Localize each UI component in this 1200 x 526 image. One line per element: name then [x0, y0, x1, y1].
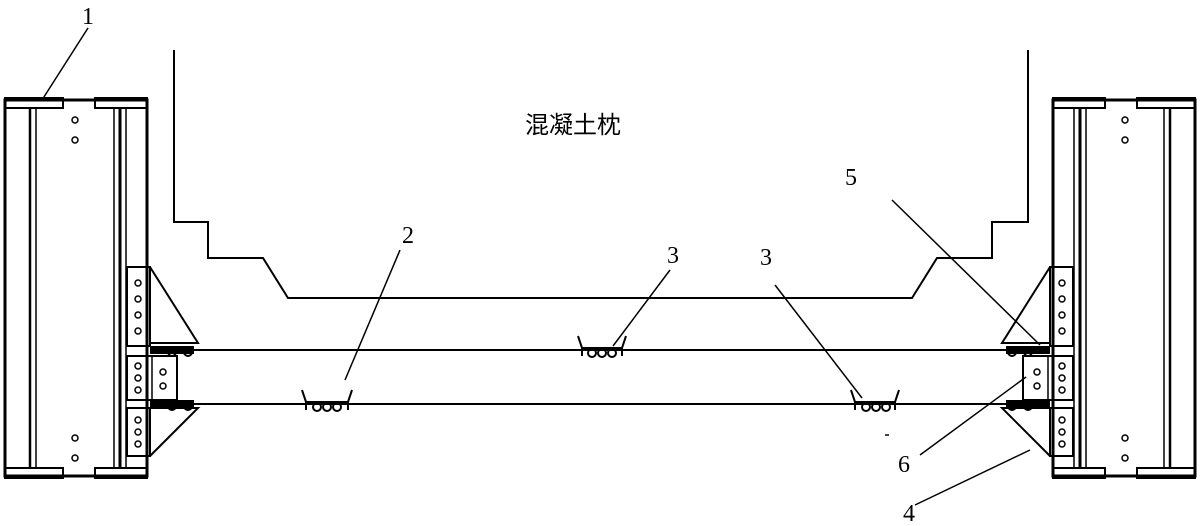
horizontal-beams — [150, 349, 1050, 405]
part-label-5: 5 — [845, 165, 857, 191]
part-label-3-lower: 3 — [760, 245, 772, 271]
clip-upper-middle — [577, 335, 627, 358]
caption-concrete-sleeper: 混凝土枕 — [525, 111, 621, 139]
leader-4 — [914, 449, 1031, 506]
part-label-4: 4 — [903, 501, 915, 526]
part-label-3-upper: 3 — [667, 243, 679, 269]
left-support-column — [3, 97, 149, 479]
leader-3b — [774, 284, 863, 399]
part-label-6: 6 — [898, 452, 910, 478]
right-support-column — [1051, 97, 1197, 479]
part-label-1: 1 — [82, 4, 94, 30]
left-brackets — [126, 266, 201, 457]
leader-3a — [612, 269, 671, 347]
part-label-2: 2 — [402, 223, 414, 249]
clip-lower-left — [301, 389, 353, 412]
right-column-bolts — [1121, 116, 1129, 462]
right-brackets — [999, 266, 1074, 457]
concrete-sleeper-outline — [173, 50, 1029, 299]
leader-5 — [891, 199, 1041, 346]
clip-lower-right — [850, 389, 900, 412]
leader-lines — [41, 27, 1041, 506]
leader-6 — [919, 376, 1027, 456]
left-column-bolts — [71, 116, 79, 462]
leader-2 — [344, 249, 401, 381]
leader-1 — [41, 27, 89, 101]
